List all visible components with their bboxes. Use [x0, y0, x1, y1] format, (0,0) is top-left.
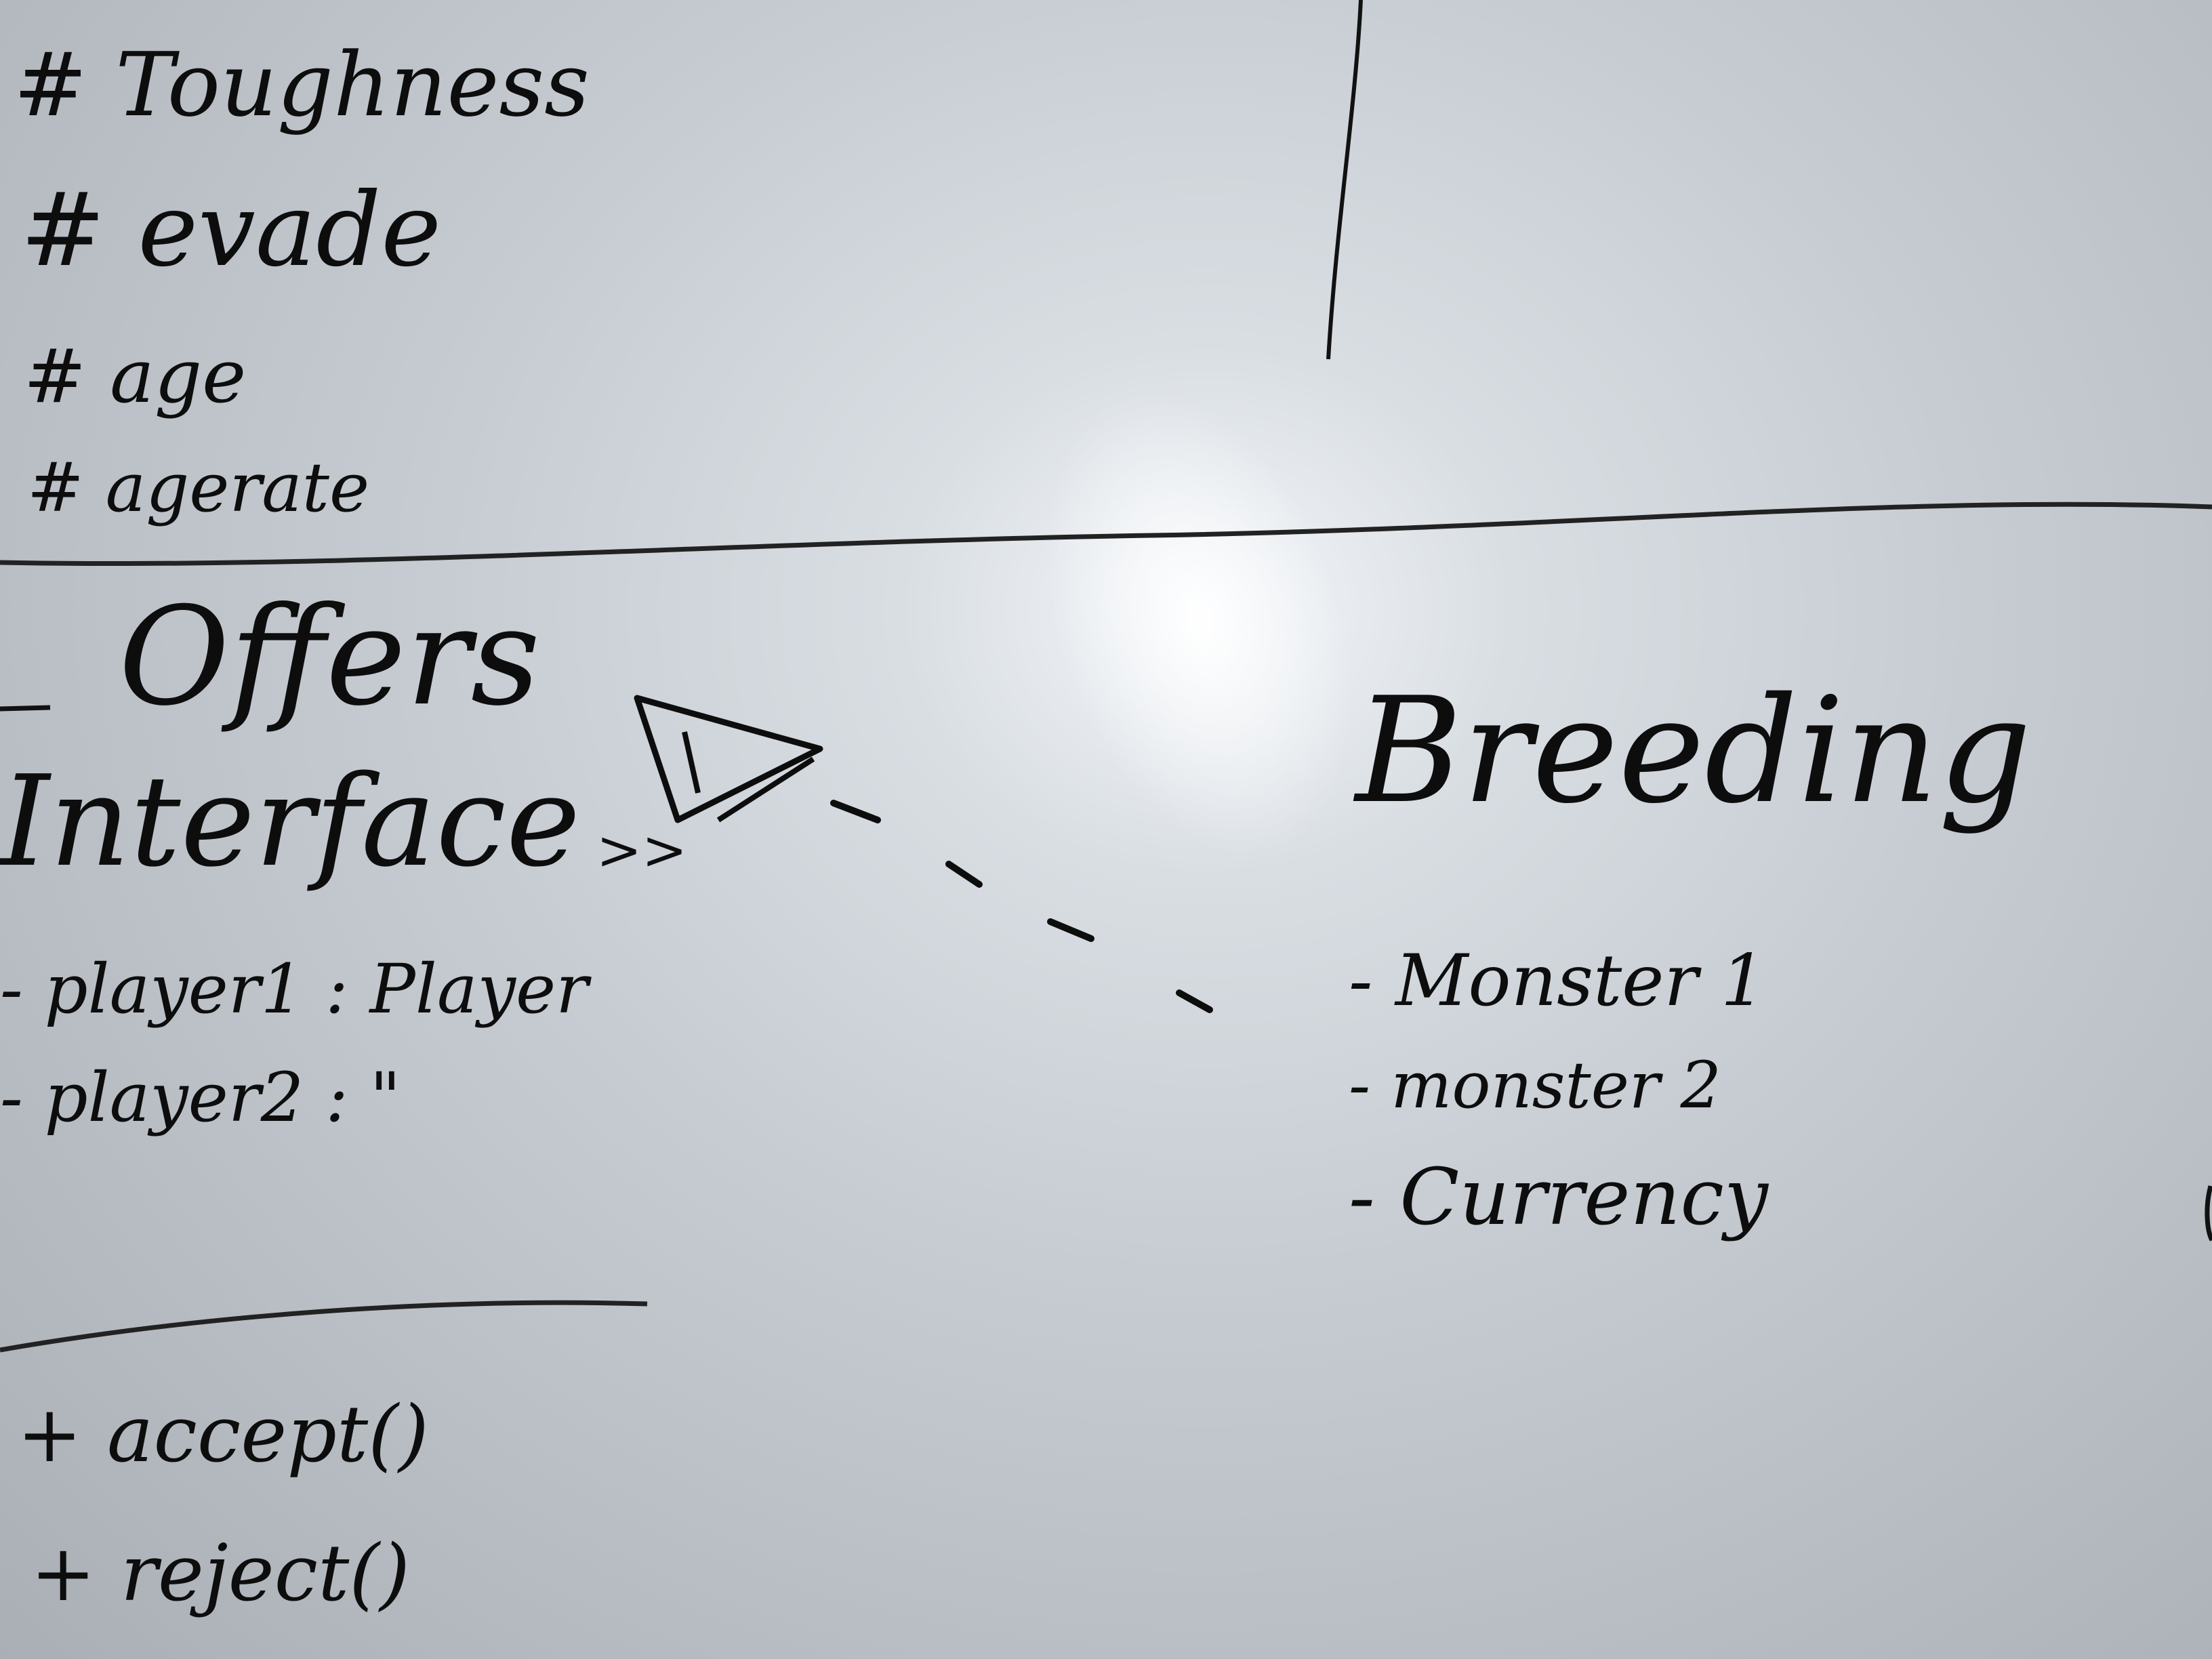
upper-attr-evade: # evade	[20, 171, 442, 289]
offers-title-left-stroke	[0, 705, 51, 712]
offers-methods-separator	[0, 1300, 648, 1353]
offers-method-accept: + accept()	[17, 1389, 429, 1480]
upper-class-right-border	[1326, 0, 1363, 360]
breeding-class-name: Breeding	[1355, 665, 2032, 836]
upper-attr-age: # age	[24, 333, 247, 419]
offers-method-reject: + reject()	[30, 1528, 411, 1619]
dash-2	[945, 861, 983, 888]
offers-attr-player1: - player1 : Player	[0, 949, 588, 1029]
dash-1	[830, 800, 881, 823]
offers-attr-player2: - player2 : "	[0, 1058, 401, 1137]
realization-arrowhead	[634, 695, 823, 823]
breeding-attr-currency: - Currency	[1349, 1152, 1768, 1243]
dash-4	[1176, 989, 1213, 1013]
offers-class-name: Offers	[119, 578, 541, 736]
upper-attr-agerate: # agerate	[27, 448, 370, 527]
realization-dashed-line	[830, 800, 1213, 1013]
realization-arrowhead-inner	[682, 731, 815, 823]
upper-attr-toughness: # Toughness	[14, 33, 590, 136]
right-edge-mark	[2205, 1185, 2212, 1242]
upper-class-bottom-border	[0, 501, 2212, 567]
dash-3	[1047, 918, 1094, 942]
offers-stereotype-mark: >>	[596, 819, 688, 882]
offers-stereotype: Interface	[0, 748, 581, 895]
breeding-attr-monster1: - Monster 1	[1349, 939, 1766, 1022]
breeding-attr-monster2: - monster 2	[1349, 1048, 1721, 1123]
